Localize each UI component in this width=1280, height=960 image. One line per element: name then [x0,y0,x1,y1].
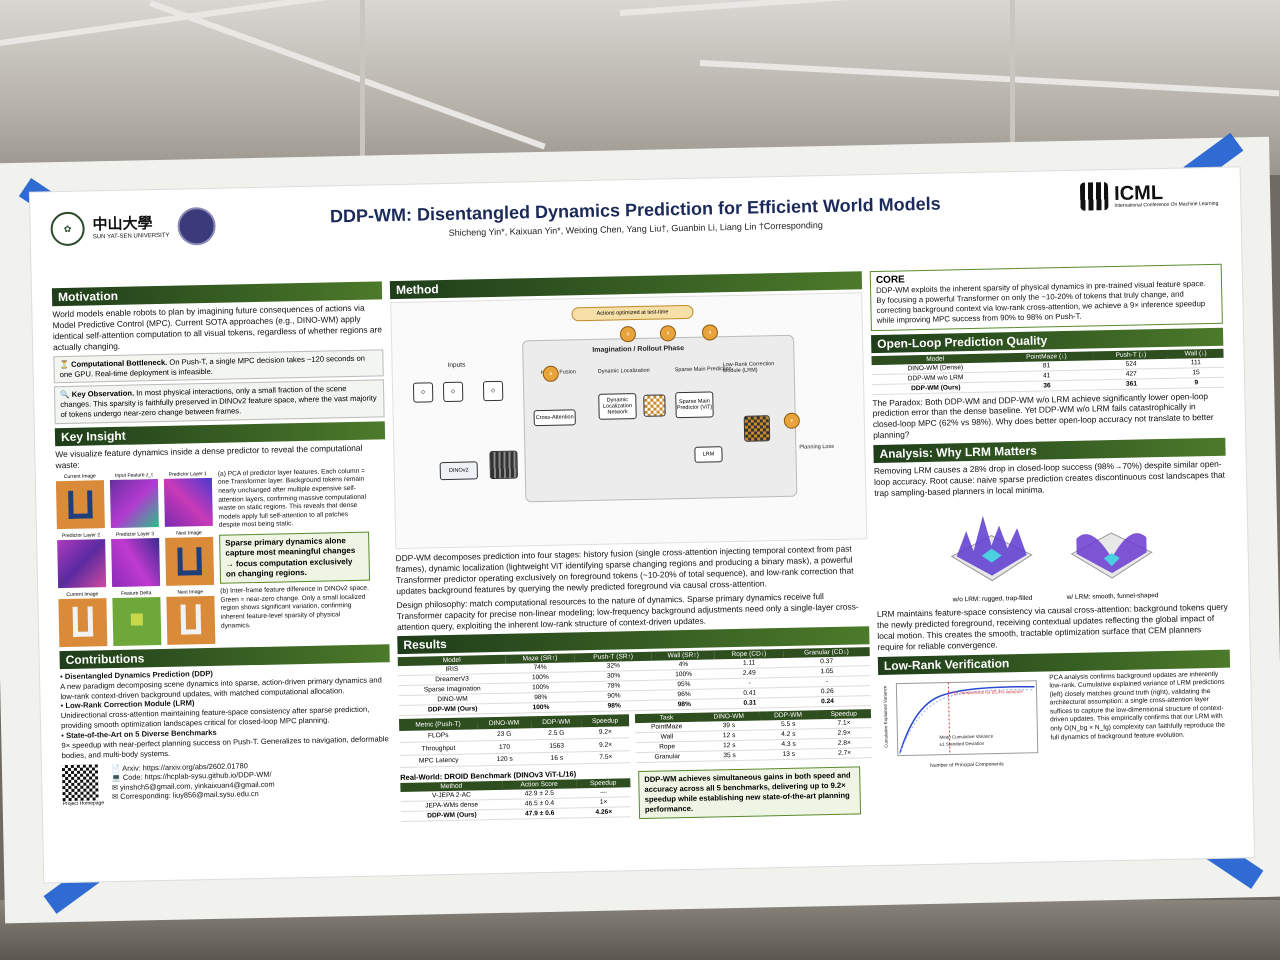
output-grid [743,415,771,442]
dinov2-box: DINOv2 [439,461,478,481]
ceiling-truss [699,60,1280,97]
note-a: (a) PCA of predictor layer features. Eac… [217,467,367,529]
mask-grid [643,394,666,417]
landscape-figures: w/o LRM: rugged, trap-filled w/ LRM: smo… [875,496,1229,605]
corresponding-text: ✉ Corresponding: liuy856@mail.sysu.edu.c… [111,789,259,802]
y-axis-label: Cumulative Explained Variance [882,685,888,748]
insight-figure: Current Image Input Feature z_t Predicto… [55,467,390,647]
inputs-label: Inputs [447,361,466,369]
lrm-label: Low-Rank Correction Module (LRM) [722,361,775,375]
sparse-predictor-box: Sparse Main Predictor (ViT) [675,391,714,419]
analysis-body: Removing LRM causes a 28% drop in closed… [873,458,1226,499]
core-box: CORE DDP-WM exploits the inherent sparsi… [869,263,1223,331]
method-para-1: DDP-WM decomposes prediction into four s… [395,543,854,596]
results-summary: DDP-WM achieves simultaneous gains in bo… [638,766,862,819]
ceiling-pole [1010,0,1015,175]
key-insight-body: We visualize feature dynamics inside a d… [55,442,363,471]
icml-mark-icon [1079,182,1109,211]
localization-label: Dynamic Localization [597,367,650,375]
pca-feature-map [111,537,161,587]
ceiling-pole [360,0,365,175]
bottleneck-box: ⏳ Computational Bottleneck. On Push-T, a… [53,348,384,384]
planning-loss-label: Planning Loss [799,443,834,451]
smooth-caption: w/ LRM: smooth, funnel-shaped [1066,592,1159,602]
lrm-box: LRM [694,446,723,463]
legend-mean: Mean Cumulative Variance [939,733,993,739]
pusht-image [166,595,216,645]
method-diagram: Actions optimized at test-time Imaginati… [390,292,868,550]
lowrank-body: PCA analysis confirms background updates… [1049,670,1225,741]
right-column: CORE DDP-WM exploits the inherent sparsi… [869,260,1233,778]
variance-annotation: ~18 components for 95.4% variance [950,689,1023,696]
insight-callout: Sparse primary dynamics alone capture mo… [219,531,371,585]
rugged-caption: w/o LRM: rugged, trap-filled [952,594,1033,604]
ceiling-truss [619,0,1279,16]
dln-box: Dynamic Localization Network [598,393,637,420]
frame-icon: ◇ [482,380,504,402]
pusht-image [58,597,108,647]
contribution-item: • State-of-the-Art on 5 Diverse Benchmar… [61,727,389,760]
homepage-label: Project Homepage [62,799,105,807]
smooth-landscape-plot [1070,532,1153,579]
frame-icon: ◇ [442,381,464,403]
frame-icon: ◇ [412,382,434,403]
legend-std: ±1 Standard Deviation [940,740,985,746]
paradox-text: The Paradox: Both DDP-WM and DDP-WM w/o … [872,390,1214,441]
links-block: Project Homepage 📄 Arxiv: https://arxiv.… [61,758,393,807]
note-b: (b) Inter-frame feature difference in DI… [220,584,369,630]
pca-feature-map [109,478,159,528]
cross-attention-box: Cross-Attention [533,409,576,427]
pusht-image [55,480,105,530]
method-para-2: Design philosophy: match computational r… [396,590,859,632]
motivation-body: World models enable robots to plan by im… [52,302,383,352]
core-body: DDP-WM exploits the inherent sparsity of… [876,279,1206,326]
pca-feature-map [57,539,107,588]
rugged-landscape-plot [950,515,1033,582]
goal-circle: z [783,412,800,429]
token-grid [489,450,518,480]
ceiling-truss [148,0,546,150]
pca-feature-map [163,477,213,527]
observation-box: 🔍 Key Observation. In most physical inte… [53,379,385,425]
analysis-body-2: LRM maintains feature-space consistency … [876,601,1228,652]
actions-banner: Actions optimized at test-time [571,304,694,322]
ceiling-truss [0,0,555,46]
feature-grid: Current Image Input Feature z_t Predicto… [55,471,216,647]
pca-variance-plot: ~18 components for 95.4% variance Mean C… [882,679,1039,769]
x-axis-label: Number of Principal Components [930,761,1004,769]
left-column: Motivation World models enable robots to… [51,277,393,807]
feature-delta-map [112,596,162,646]
qr-code[interactable] [61,763,99,801]
pusht-image [165,536,215,586]
middle-column: Method Actions optimized at test-time Im… [389,267,873,824]
